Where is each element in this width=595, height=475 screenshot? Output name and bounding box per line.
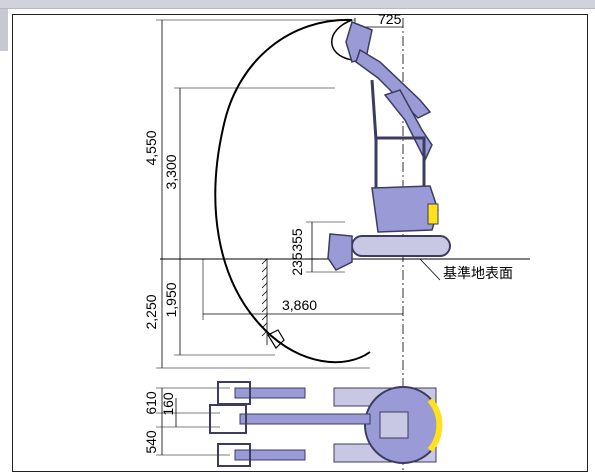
ground-reference-label: 基準地表面 xyxy=(443,265,513,281)
blade-depth-label: 235 xyxy=(289,252,305,276)
canopy-frame xyxy=(374,136,426,192)
rear-light xyxy=(427,203,439,225)
excavator-top-view xyxy=(209,381,443,467)
dim-4550-label: 4,550 xyxy=(143,130,159,165)
dim-3860-label: 3,860 xyxy=(282,297,317,313)
diagram-frame xyxy=(12,14,588,472)
top-cab xyxy=(379,411,409,439)
offset-right-label: 610 xyxy=(143,391,159,415)
blade-lift-label: 355 xyxy=(289,228,305,252)
excavator-side-view xyxy=(327,20,451,271)
offset-inner-label: 160 xyxy=(160,392,176,416)
top-arm-offset-lower xyxy=(234,449,306,461)
vertical-wall-hatch xyxy=(261,258,268,345)
dim-1950-label: 1,950 xyxy=(163,282,179,317)
bucket-at-wall xyxy=(267,329,285,349)
dozer-blade xyxy=(327,233,353,271)
top-arm-offset-upper xyxy=(234,387,306,399)
offset-left-label: 540 xyxy=(143,430,159,454)
dim-3300-label: 3,300 xyxy=(163,154,179,189)
top-bucket-upper xyxy=(217,381,251,405)
reach-envelope-curve xyxy=(214,18,371,364)
top-bucket-lower xyxy=(217,443,251,467)
top-offset-label: 725 xyxy=(378,11,402,27)
top-counterweight xyxy=(427,398,443,452)
top-boom xyxy=(239,413,371,425)
hydraulic-cylinder xyxy=(370,79,378,141)
ground-ref-leader xyxy=(419,258,441,281)
track-assembly xyxy=(351,235,451,257)
window-left-strip xyxy=(0,9,8,51)
dim-2250-label: 2,250 xyxy=(143,294,159,329)
arm xyxy=(355,48,432,119)
window-top-strip xyxy=(0,0,595,9)
inner-reach-curve xyxy=(331,19,353,61)
